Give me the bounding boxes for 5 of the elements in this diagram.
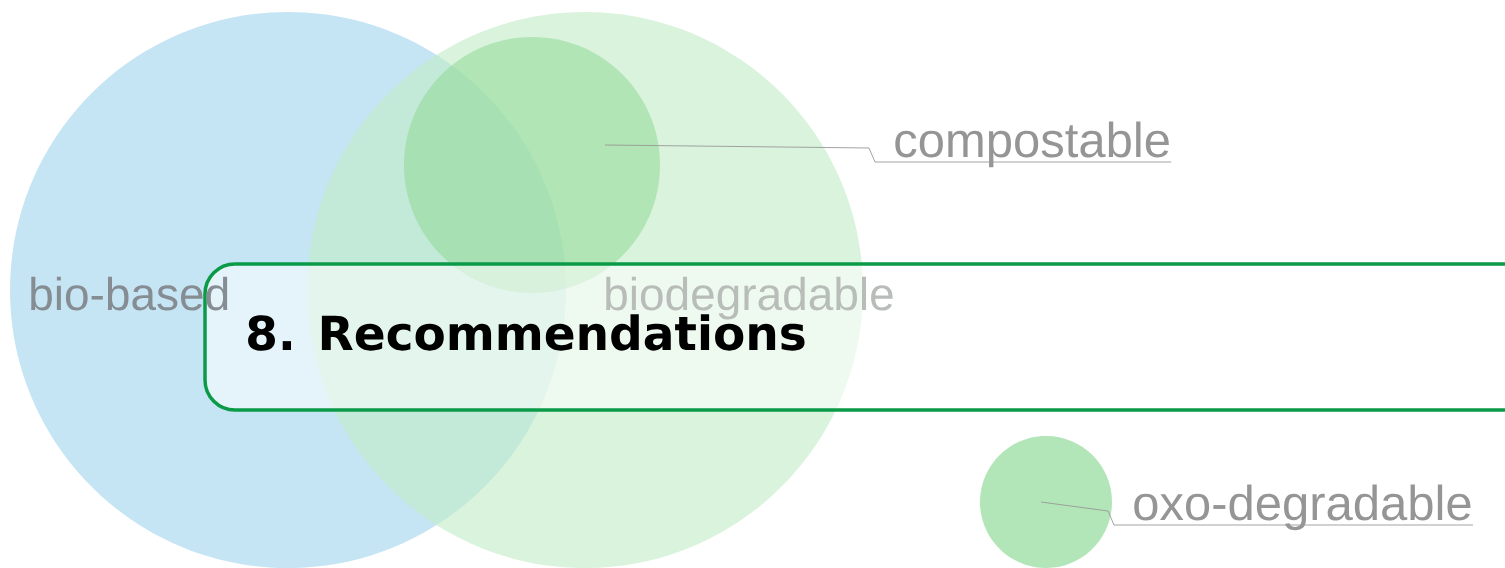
callout-label: compostable [895, 121, 1169, 168]
venn-circle [980, 436, 1112, 568]
leader-line [604, 144, 1172, 163]
leader-line [1040, 501, 1474, 526]
callout-label: oxo-degradable [1134, 484, 1471, 531]
